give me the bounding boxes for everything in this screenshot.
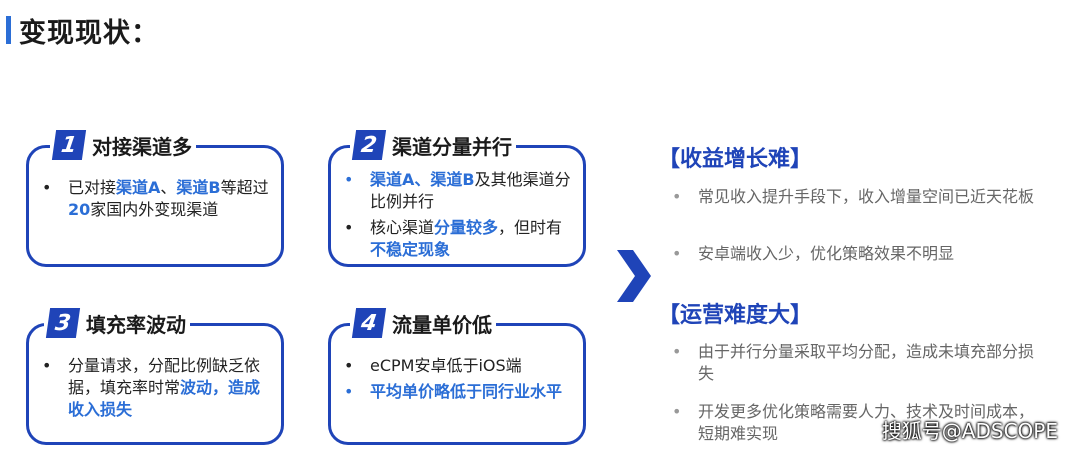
text: 由于并行分量采取平均分配，造成未填充部分损失 xyxy=(698,342,1035,383)
bullet-icon: • xyxy=(42,356,52,375)
highlight-text: 分量较多 xyxy=(434,218,499,237)
list-item: • 分量请求，分配比例缺乏依据，填充率时常波动，造成收入损失 xyxy=(40,355,272,421)
highlight-text: 20 xyxy=(68,200,91,219)
card-1-body: • 已对接渠道A、渠道B等超过 20家国内外变现渠道 xyxy=(26,145,284,267)
bullet-icon: • xyxy=(344,356,354,375)
highlight-text: 、 xyxy=(414,170,431,189)
bullet-icon: • xyxy=(672,402,682,421)
bullet-icon: • xyxy=(344,218,354,237)
card-4-body: • eCPM安卓低于iOS端 • 平均单价略低于同行业水平 xyxy=(328,323,586,445)
highlight-text: 渠道A xyxy=(370,170,415,189)
card-2-list: • 渠道A、渠道B及其他渠道分比例并行 • 核心渠道分量较多，但时有不稳定现象 xyxy=(342,169,574,265)
text: ，但时有 xyxy=(498,218,563,237)
text: 常见收入提升手段下，收入增量空间已近天花板 xyxy=(698,187,1035,206)
card-1-list: • 已对接渠道A、渠道B等超过 20家国内外变现渠道 xyxy=(40,177,272,225)
text: 及其他渠道分比例并行 xyxy=(370,170,571,211)
text: 家国内外变现渠道 xyxy=(90,200,219,219)
section-title-operations: 【运营难度大】 xyxy=(658,303,813,328)
text: 开发更多优化策略需要人力、技术及时间成本，短期难实现 xyxy=(698,402,1035,443)
bullet-icon: • xyxy=(344,170,354,189)
highlight-text: 波动，造成收入损失 xyxy=(68,378,261,419)
highlight-text: 不稳定现象 xyxy=(370,240,451,259)
list-item: • 平均单价略低于同行业水平 xyxy=(342,381,574,403)
card-3-header: 3 填充率波动 xyxy=(44,308,190,338)
list-item: • 已对接渠道A、渠道B等超过 20家国内外变现渠道 xyxy=(40,177,272,221)
text: 核心渠道 xyxy=(370,218,435,237)
title-accent-bar xyxy=(6,16,11,44)
card-3-body: • 分量请求，分配比例缺乏依据，填充率时常波动，造成收入损失 xyxy=(26,323,284,445)
highlight-text: 平均单价略低于同行业水平 xyxy=(370,382,563,401)
text: eCPM安卓低于iOS端 xyxy=(370,356,522,375)
section-title-revenue: 【收益增长难】 xyxy=(658,147,813,172)
card-1-title: 对接渠道多 xyxy=(92,134,192,159)
text: 已对接 xyxy=(68,178,117,197)
card-4-header: 4 流量单价低 xyxy=(350,308,496,338)
text: 、 xyxy=(160,178,177,197)
chevron-right-icon xyxy=(617,250,651,302)
list-item: • 核心渠道分量较多，但时有不稳定现象 xyxy=(342,217,574,261)
bullet-icon: • xyxy=(344,382,354,401)
bullet-icon: • xyxy=(672,342,682,361)
list-item: • 由于并行分量采取平均分配，造成未填充部分损失 xyxy=(668,341,1048,385)
highlight-text: 渠道B xyxy=(176,178,221,197)
card-4-title: 流量单价低 xyxy=(392,312,492,337)
page-title-group: 变现现状： xyxy=(6,10,159,50)
bullet-icon: • xyxy=(672,187,682,206)
card-1-header: 1 对接渠道多 xyxy=(50,130,196,160)
list-item: • 常见收入提升手段下，收入增量空间已近天花板 xyxy=(668,186,1048,208)
page-title: 变现现状： xyxy=(19,17,159,49)
text: 安卓端收入少，优化策略效果不明显 xyxy=(698,244,955,263)
text: 分量请求，分配比例缺乏依据，填充率时常 xyxy=(68,356,261,397)
bullet-icon: • xyxy=(42,178,52,197)
card-2-title: 渠道分量并行 xyxy=(392,134,512,159)
card-2-body: • 渠道A、渠道B及其他渠道分比例并行 • 核心渠道分量较多，但时有不稳定现象 xyxy=(328,145,586,267)
watermark: 搜狐号@ADSCOPE xyxy=(881,419,1058,443)
list-item: • 渠道A、渠道B及其他渠道分比例并行 xyxy=(342,169,574,213)
list-item: • eCPM安卓低于iOS端 xyxy=(342,355,574,377)
card-3-list: • 分量请求，分配比例缺乏依据，填充率时常波动，造成收入损失 xyxy=(40,355,272,425)
list-item: • 开发更多优化策略需要人力、技术及时间成本，短期难实现 xyxy=(668,401,1048,445)
card-3-title: 填充率波动 xyxy=(86,312,186,337)
highlight-text: 渠道B xyxy=(430,170,475,189)
text: 等超过 xyxy=(220,178,269,197)
card-4-list: • eCPM安卓低于iOS端 • 平均单价略低于同行业水平 xyxy=(342,355,574,407)
bullet-icon: • xyxy=(672,244,682,263)
highlight-text: 渠道A xyxy=(116,178,161,197)
list-item: • 安卓端收入少，优化策略效果不明显 xyxy=(668,243,1048,265)
card-2-header: 2 渠道分量并行 xyxy=(350,130,516,160)
